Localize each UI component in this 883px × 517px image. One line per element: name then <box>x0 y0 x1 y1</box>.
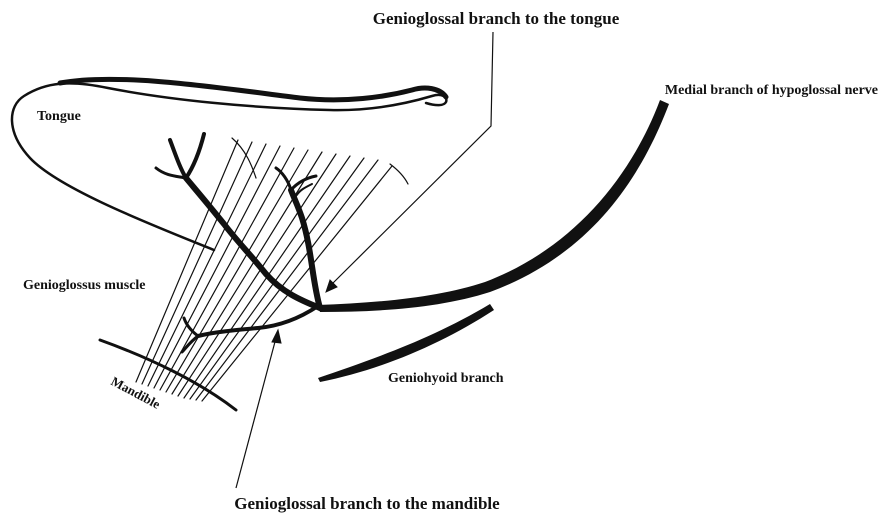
label-branch-to-mandible: Genioglossal branch to the mandible <box>234 494 500 513</box>
pointer-branch-to-mandible <box>236 330 281 488</box>
genioglossal-branch-tongue-nerve <box>156 134 320 308</box>
label-medial-branch: Medial branch of hypoglossal nerve <box>665 83 878 98</box>
medial-branch-nerve <box>317 100 669 312</box>
label-geniohyoid-branch: Geniohyoid branch <box>388 371 504 386</box>
label-branch-to-tongue: Genioglossal branch to the tongue <box>373 9 620 28</box>
label-mandible: Mandible <box>109 373 163 411</box>
label-tongue: Tongue <box>37 109 81 124</box>
label-genioglossus-muscle: Genioglossus muscle <box>23 278 146 293</box>
pointer-branch-to-tongue <box>326 32 493 292</box>
tongue-outline <box>12 79 446 250</box>
